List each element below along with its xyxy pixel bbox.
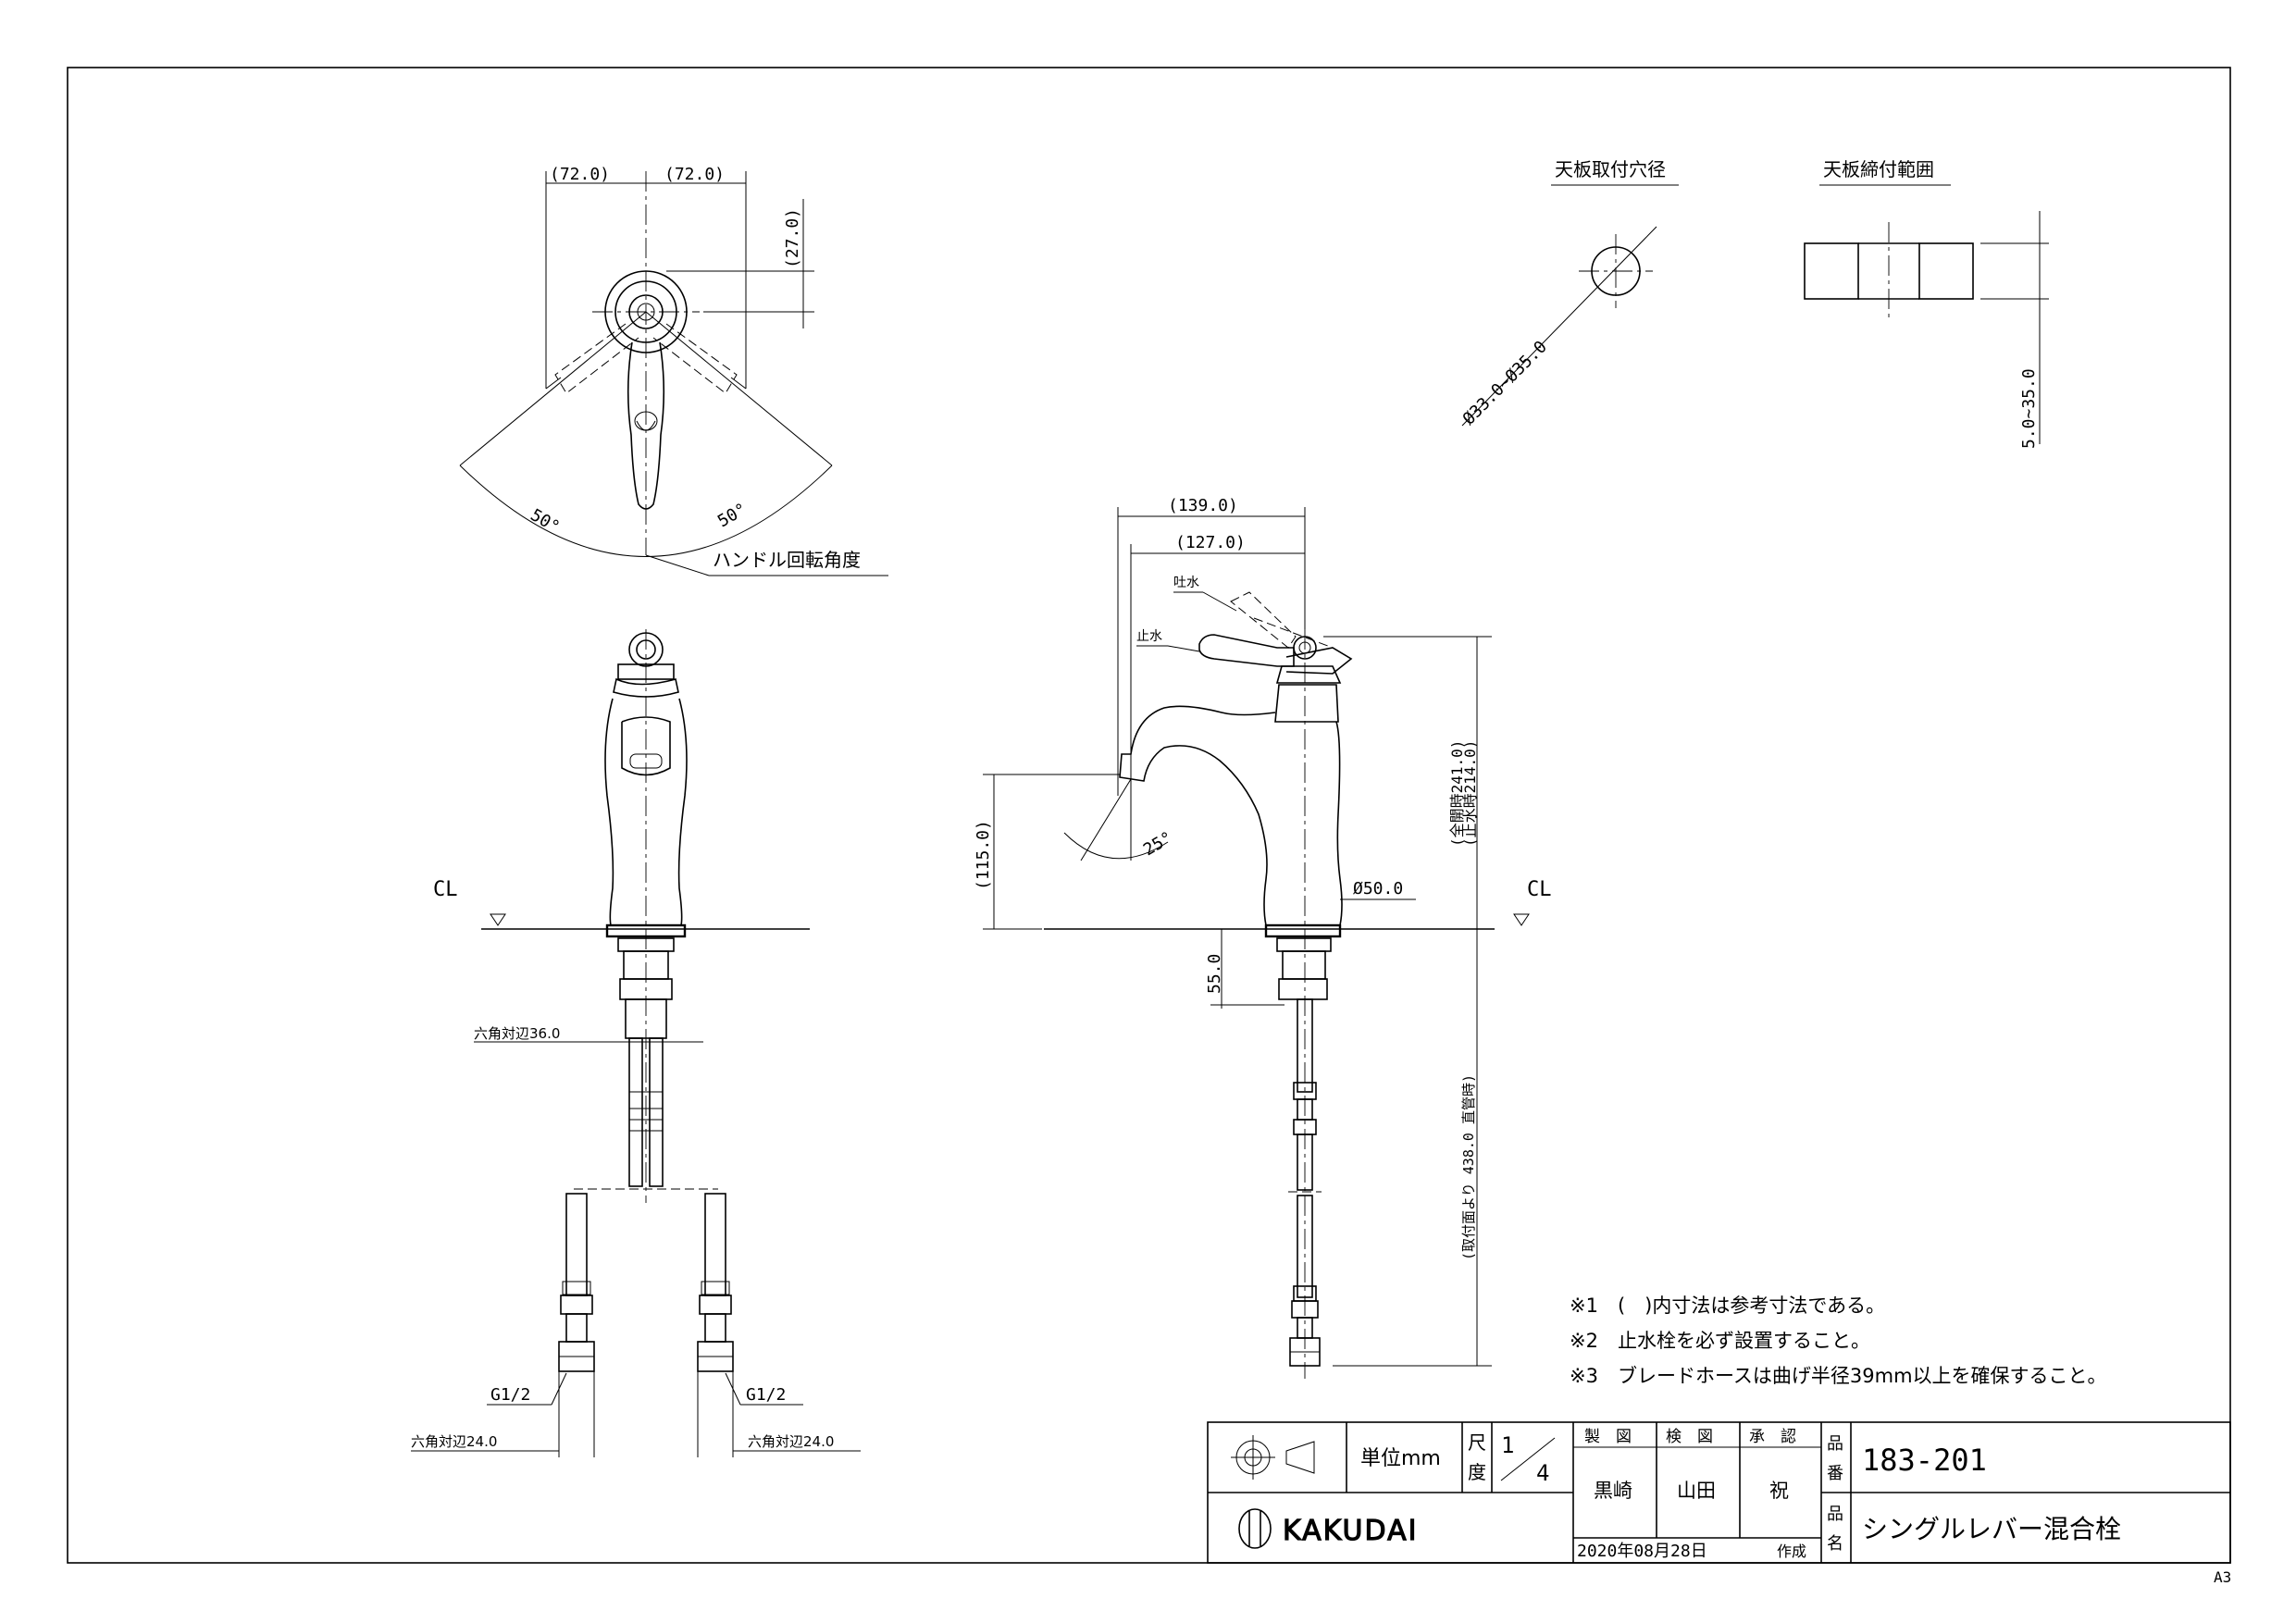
approved-label: 承 認 (1749, 1428, 1796, 1446)
drawn-by: 黒崎 (1594, 1480, 1632, 1502)
part-name-label-1: 品 (1827, 1505, 1843, 1524)
note-3: ※3 ブレードホースは曲げ半径39mm以上を確保すること。 (1570, 1365, 2107, 1387)
dim-thread-len: 55.0 (1205, 954, 1224, 994)
dim-spout-reach: (127.0) (1175, 533, 1246, 552)
scale-label-1: 尺 (1468, 1431, 1486, 1454)
dim-base-dia: Ø50.0 (1353, 879, 1403, 898)
scale-num: 1 (1501, 1432, 1514, 1458)
dim-open-height: (全開時241.0) (1448, 740, 1466, 847)
dim-closed-height: (止水時214.0) (1461, 740, 1479, 847)
part-name-label-2: 名 (1827, 1534, 1843, 1554)
paper-size: A3 (2214, 1568, 2231, 1586)
scale-den: 4 (1536, 1460, 1549, 1486)
hex-left-24: 六角対辺24.0 (411, 1433, 497, 1450)
mount-range-dim: 5.0~35.0 (2019, 368, 2039, 449)
sheet-border (67, 67, 2231, 1564)
unit-label: 単位mm (1360, 1447, 1441, 1470)
dim-top-left: (72.0) (550, 165, 610, 184)
thread-right: G1/2 (746, 1385, 786, 1405)
company-name: KAKUDAI (1283, 1515, 1418, 1547)
dim-hose-length: (取付面より 438.0 直管時) (1460, 1074, 1477, 1260)
drawn-label: 製 図 (1584, 1428, 1632, 1446)
approved-by: 祝 (1769, 1480, 1789, 1502)
checked-label: 検 図 (1666, 1428, 1713, 1446)
kakudai-logo: KAKUDAI (1238, 1508, 1418, 1549)
thread-left: G1/2 (490, 1385, 530, 1405)
top-view: (72.0) (72.0) (27.0) 50° 50° ハンドル回転角度 (459, 165, 888, 576)
mount-range-title: 天板締付範囲 (1823, 158, 1934, 180)
checked-by: 山田 (1677, 1480, 1716, 1502)
label-stop: 止水 (1136, 629, 1162, 644)
angle-spout: 25° (1140, 828, 1176, 860)
label-flow: 吐水 (1173, 576, 1199, 590)
side-view: (139.0) (127.0) 吐水 止水 CL Ø50.0 (115. (974, 496, 1552, 1379)
notes: ※1 ( )内寸法は参考寸法である。 ※2 止水栓を必ず設置すること。 ※3 ブ… (1570, 1295, 2107, 1387)
title-block: 単位mm 尺 度 1 4 製 図 検 図 承 認 黒崎 山田 祝 品 番 183… (1207, 1421, 2231, 1564)
cl-label-side: CL (1527, 878, 1552, 901)
note-2: ※2 止水栓を必ず設置すること。 (1570, 1330, 1870, 1352)
left-supply-hose (558, 1193, 595, 1372)
date: 2020年08月28日 (1577, 1542, 1707, 1561)
projection-symbol-icon (1231, 1435, 1315, 1480)
scale-label-2: 度 (1468, 1461, 1486, 1483)
dim-spout-height: (115.0) (974, 820, 993, 890)
caption-handle-rotation: ハンドル回転角度 (713, 549, 861, 571)
mount-range-detail: 天板締付範囲 5.0~35.0 (1804, 158, 2049, 449)
mount-hole-detail: 天板取付穴径 Ø33.0~Ø35.0 (1459, 158, 1679, 429)
angle-left: 50° (527, 505, 564, 537)
dim-top-right: (72.0) (664, 165, 725, 184)
right-supply-hose (697, 1193, 734, 1372)
note-1: ※1 ( )内寸法は参考寸法である。 (1570, 1295, 1885, 1317)
part-no-label-2: 番 (1827, 1464, 1843, 1483)
front-view: CL 六角対辺36.0 G (411, 629, 861, 1457)
mount-hole-dim: Ø33.0~Ø35.0 (1459, 337, 1551, 428)
angle-right: 50° (714, 500, 751, 531)
hex-nut-36: 六角対辺36.0 (474, 1025, 560, 1042)
part-name: シングルレバー混合栓 (1862, 1514, 2121, 1544)
dim-top-offset: (27.0) (783, 208, 802, 268)
mount-hole-title: 天板取付穴径 (1555, 158, 1666, 180)
created-label: 作成 (1777, 1542, 1806, 1560)
dim-total-reach: (139.0) (1168, 496, 1238, 515)
part-no-label-1: 品 (1827, 1434, 1843, 1454)
part-no: 183-201 (1862, 1443, 1987, 1478)
cl-label-front: CL (433, 878, 458, 901)
hex-right-24: 六角対辺24.0 (748, 1433, 834, 1450)
